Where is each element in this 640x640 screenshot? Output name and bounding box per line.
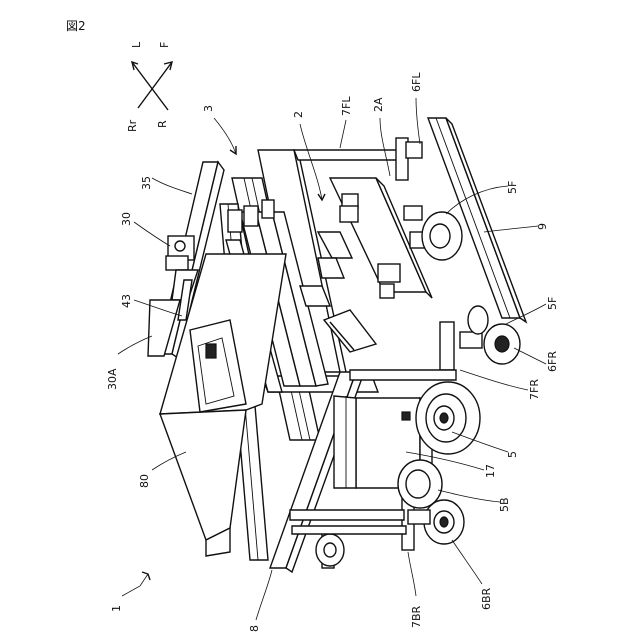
ref-17: 17	[484, 464, 497, 478]
ref-7FR: 7FR	[528, 379, 541, 400]
ref-7FL: 7FL	[340, 96, 353, 116]
ref-7BR: 7BR	[410, 605, 423, 628]
figure-label: 図2	[66, 19, 86, 33]
ref-30A: 30A	[106, 368, 119, 390]
dir-front-label: F	[158, 42, 171, 48]
ref-30: 30	[120, 212, 133, 226]
ref-80: 80	[138, 474, 151, 488]
ref-6FR: 6FR	[546, 351, 559, 372]
ref-5F-top: 5F	[506, 181, 519, 194]
dir-rear-label: Rr	[126, 119, 139, 132]
machine-drawing	[148, 118, 526, 572]
ref-9: 9	[536, 223, 549, 230]
ref-6FL: 6FL	[410, 72, 423, 92]
ref-5B: 5B	[498, 497, 511, 512]
ref-1: 1	[110, 605, 123, 612]
rear-wheel	[316, 534, 344, 566]
ref-6BR: 6BR	[480, 587, 493, 610]
ref-35: 35	[140, 176, 153, 190]
dir-right-label: R	[156, 120, 169, 128]
direction-indicator: L F Rr R	[126, 41, 172, 132]
drive-wheel	[416, 382, 480, 454]
ref-2: 2	[292, 111, 305, 118]
ref-8: 8	[248, 625, 261, 632]
dir-left-label: L	[130, 41, 143, 48]
ref-5F-mid: 5F	[546, 297, 559, 310]
ref-2A: 2A	[372, 97, 385, 112]
wheel-5B	[398, 460, 442, 508]
ref-43: 43	[120, 294, 133, 308]
ref-3: 3	[202, 105, 215, 112]
